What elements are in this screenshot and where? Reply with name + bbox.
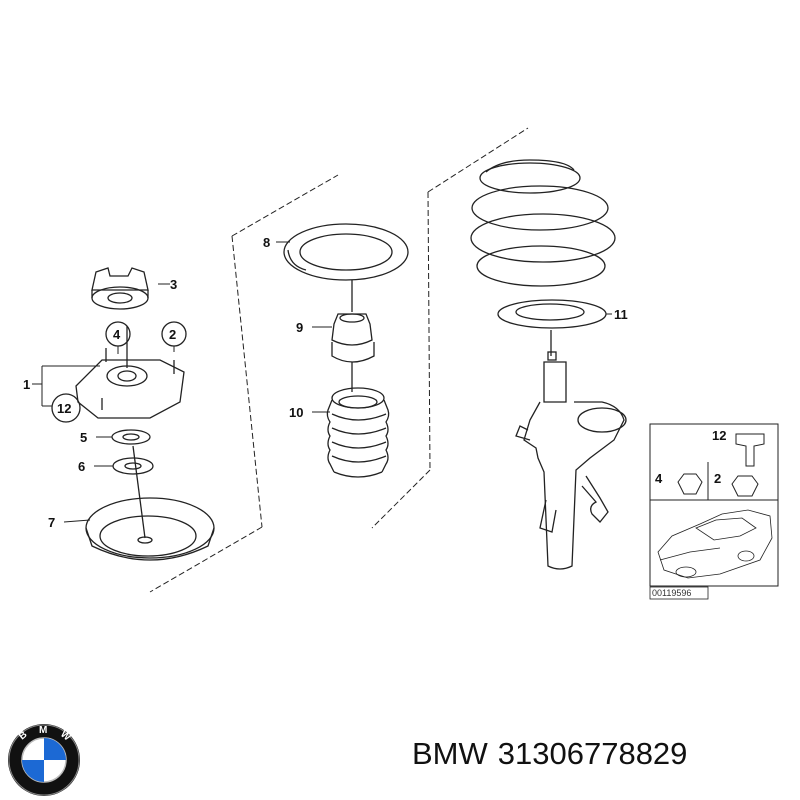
nut-2-icon — [731, 475, 759, 497]
inset-callout-4: 4 — [655, 471, 663, 486]
group-frame-middle — [371, 127, 529, 529]
part-3-cap — [91, 267, 149, 310]
inset-box — [649, 423, 779, 587]
callout-6: 6 — [78, 459, 85, 474]
callout-7: 7 — [48, 515, 55, 530]
callout-12-circle — [51, 393, 81, 423]
car-silhouette-icon — [657, 509, 773, 579]
inset-callout-2: 2 — [714, 471, 721, 486]
callout-4-circle — [105, 321, 131, 347]
group-frame-left — [149, 174, 339, 593]
nut-4-icon — [677, 473, 703, 495]
brand-name: BMW — [412, 736, 488, 771]
diagram-id: 00119596 — [652, 588, 691, 598]
part-10-dust-boot — [326, 362, 390, 478]
callout-4: 4 — [113, 327, 121, 342]
callout-12: 12 — [57, 401, 71, 416]
callout-9: 9 — [296, 320, 303, 335]
coil-spring — [470, 159, 616, 287]
callout-3: 3 — [170, 277, 177, 292]
callout-2-circle — [161, 321, 187, 347]
part-7-spring-support — [85, 445, 215, 561]
part-9-bump-stop — [331, 280, 375, 363]
part-11-spring-pad — [497, 299, 607, 329]
leader-lines — [32, 241, 612, 523]
part-8-spring-seat — [283, 223, 409, 281]
shock-absorber — [515, 330, 627, 570]
part-support-mount — [75, 326, 185, 419]
callout-10: 10 — [289, 405, 303, 420]
part-caption: BMW 31306778829 — [412, 736, 697, 772]
callout-1: 1 — [23, 377, 30, 392]
part-5-washer — [111, 429, 151, 445]
diagram-id-box — [649, 586, 709, 600]
callout-5: 5 — [80, 430, 87, 445]
inset-callout-12: 12 — [712, 428, 726, 443]
part-6-washer — [112, 457, 154, 475]
callout-8: 8 — [263, 235, 270, 250]
callout-2: 2 — [169, 327, 176, 342]
bolt-12-icon — [735, 433, 765, 467]
callout-11: 11 — [614, 307, 628, 322]
part-number: 31306778829 — [497, 736, 688, 771]
svg-text:M: M — [39, 725, 47, 736]
bmw-logo-icon: B M W — [8, 724, 80, 796]
